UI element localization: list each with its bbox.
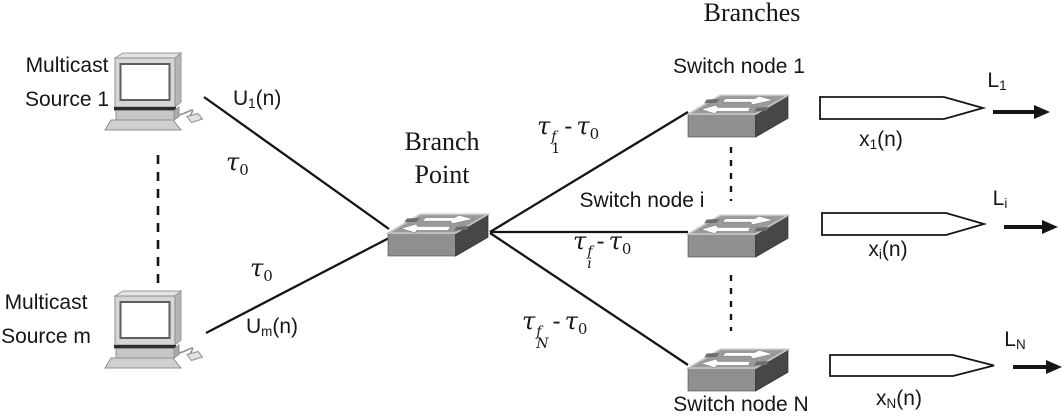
link-branchpoint-nodeN: [489, 232, 689, 366]
branch-point-label: Branch Point: [404, 127, 480, 189]
rate-label-branchi: Li: [992, 187, 1008, 212]
rate-label-branch1: L1: [987, 69, 1007, 94]
queue-label-branch1: x1(n): [859, 128, 903, 153]
computer-icon-sourcem: [104, 290, 204, 369]
signal-label-sourcem: Um(n): [246, 315, 299, 340]
source1-label: Multicast Source 1: [24, 54, 110, 111]
node1-label: Switch node 1: [673, 55, 805, 78]
nodei-label: Switch node i: [579, 189, 705, 212]
rate-label-branchN: LN: [1004, 328, 1026, 353]
link-sourcem-branchpoint: [205, 236, 390, 335]
link-branchpoint-node1: [489, 111, 689, 233]
buffer-shape-branchi: [821, 212, 988, 236]
delay-label-sourcem: τ0: [250, 254, 273, 285]
computer-icon-source1: [104, 52, 204, 131]
switch-icon-node1: [687, 94, 789, 138]
switch-icon-nodeN: [687, 348, 789, 392]
switch-icon-branch-point: [387, 213, 489, 257]
signal-label-source1: U1(n): [233, 87, 282, 112]
queue-label-branchi: xi(n): [868, 238, 908, 263]
buffer-shape-branch1: [819, 96, 987, 120]
output-arrow-branch1: [993, 105, 1050, 119]
delay-label-source1: τ0: [226, 148, 249, 179]
sourcem-label: Multicast Source m: [1, 291, 91, 348]
switch-icon-nodei: [687, 214, 789, 258]
buffer-shape-branchN: [829, 354, 995, 377]
link-source1-branchpoint: [203, 96, 390, 230]
queue-label-branchN: xN(n): [876, 387, 922, 412]
output-arrow-branchN: [1013, 360, 1062, 374]
diagram-title: Branches: [703, 0, 801, 27]
output-arrow-branchi: [1004, 220, 1058, 234]
nodeN-label: Switch node N: [673, 393, 809, 416]
